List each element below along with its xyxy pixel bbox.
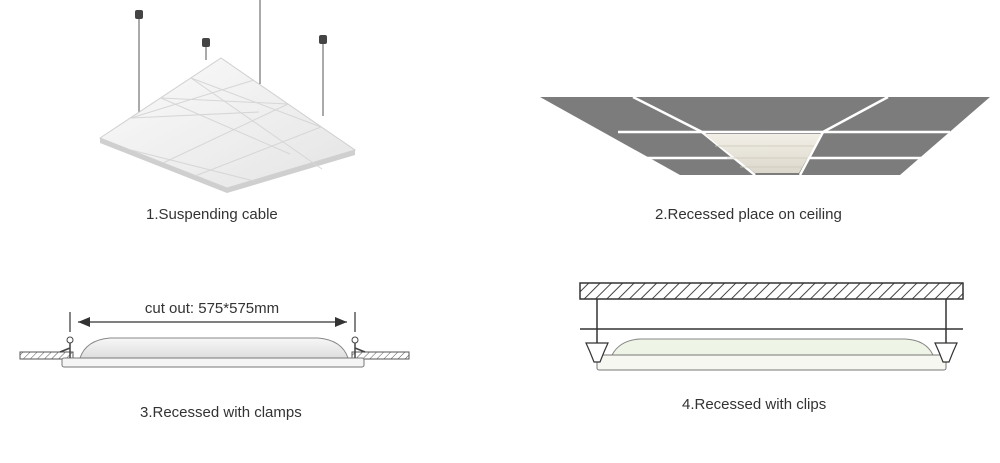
dimension-arrowhead-left	[78, 317, 90, 327]
caption-recessed-ceiling: 2.Recessed place on ceiling	[655, 206, 842, 223]
ceiling-board-left	[19, 351, 74, 360]
clip-left	[585, 342, 609, 363]
ceiling-slab	[579, 282, 964, 300]
caption-recessed-clips: 4.Recessed with clips	[682, 396, 827, 413]
clamp-recess-illustration	[19, 312, 410, 368]
ceiling-grid-lines	[618, 95, 950, 176]
clip-right	[934, 342, 958, 363]
cable-anchor	[202, 38, 210, 47]
louver-grid	[130, 77, 323, 182]
dimension-arrowhead-right	[335, 317, 347, 327]
panel-frame	[61, 357, 365, 368]
clamp-left	[59, 343, 71, 358]
recessed-panel	[704, 134, 821, 173]
suspended-panel-face	[98, 57, 357, 189]
ceiling-recess-illustration	[540, 95, 990, 176]
cable-anchor	[135, 10, 143, 19]
clamp-left-head	[66, 336, 74, 344]
cutout-dimension-label: cut out: 575*575mm	[145, 300, 279, 317]
cable-anchor	[319, 35, 327, 44]
caption-recessed-clamps: 3.Recessed with clamps	[140, 404, 302, 421]
clamp-right	[354, 343, 366, 358]
caption-suspending-cable: 1.Suspending cable	[146, 206, 278, 223]
clip-recess-illustration	[579, 282, 964, 371]
suspended-panel-illustration	[98, 0, 357, 193]
recessed-panel-grid	[715, 145, 814, 168]
panel-lens	[79, 337, 349, 359]
ceiling-board-right	[351, 351, 410, 360]
panel-lens	[611, 338, 934, 356]
clamp-right-head	[351, 336, 359, 344]
panel-frame	[596, 354, 947, 371]
